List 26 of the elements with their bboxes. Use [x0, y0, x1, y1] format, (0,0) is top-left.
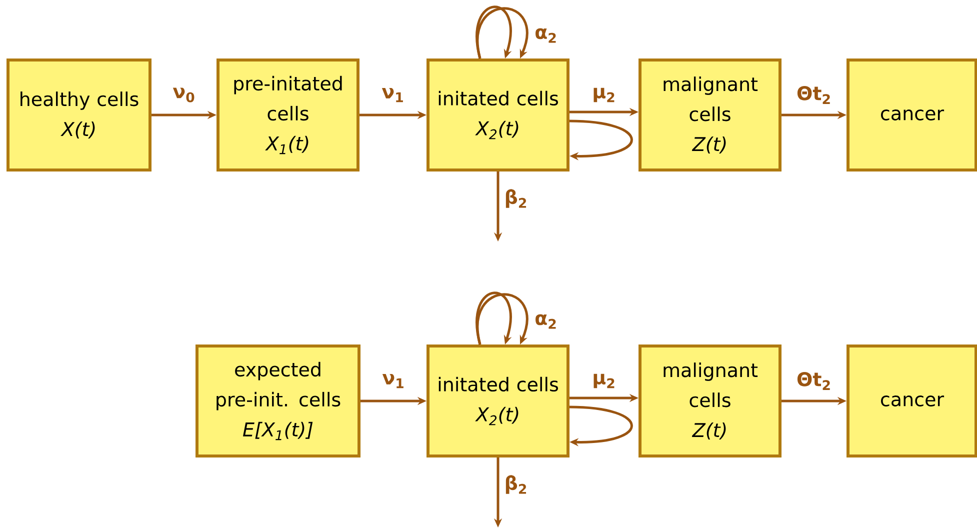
arrow [569, 406, 633, 446]
arrow [476, 7, 528, 59]
cell-box: malignant cells Z(t) [638, 58, 782, 172]
cell-box: cancer [846, 58, 977, 172]
edge-label: ν$_{1}$ [382, 88, 403, 102]
arrow [476, 293, 528, 345]
edge-label: Θt$_{2}$ [797, 372, 830, 390]
edge-label: μ$_{2}$ [594, 88, 614, 102]
cell-box: healthy cells X(t) [6, 58, 152, 172]
cell-box: cancer [846, 344, 977, 458]
cell-box: expected pre-init. cells E[X$_{1}$(t)] [196, 344, 360, 458]
edge-label: ν$_{1}$ [382, 374, 404, 388]
cell-box: malignant cells Z(t) [638, 344, 782, 458]
cell-box: pre-initated cells X$_{1}$(t) [216, 58, 360, 172]
arrow [569, 120, 633, 160]
edge-label: Θt$_{2}$ [797, 86, 830, 104]
edge-label: α$_{2}$ [536, 314, 556, 329]
edge-label: β$_{2}$ [506, 475, 526, 494]
arrow [476, 6, 512, 59]
edge-label: ν$_{0}$ [172, 88, 194, 102]
cell-box: initated cells X$_{2}$(t) [426, 58, 570, 172]
edge-label: μ$_{2}$ [594, 374, 614, 388]
arrow [476, 292, 512, 345]
cell-box: initated cells X$_{2}$(t) [426, 344, 570, 458]
edge-label: α$_{2}$ [536, 28, 556, 43]
edge-label: β$_{2}$ [506, 189, 526, 208]
